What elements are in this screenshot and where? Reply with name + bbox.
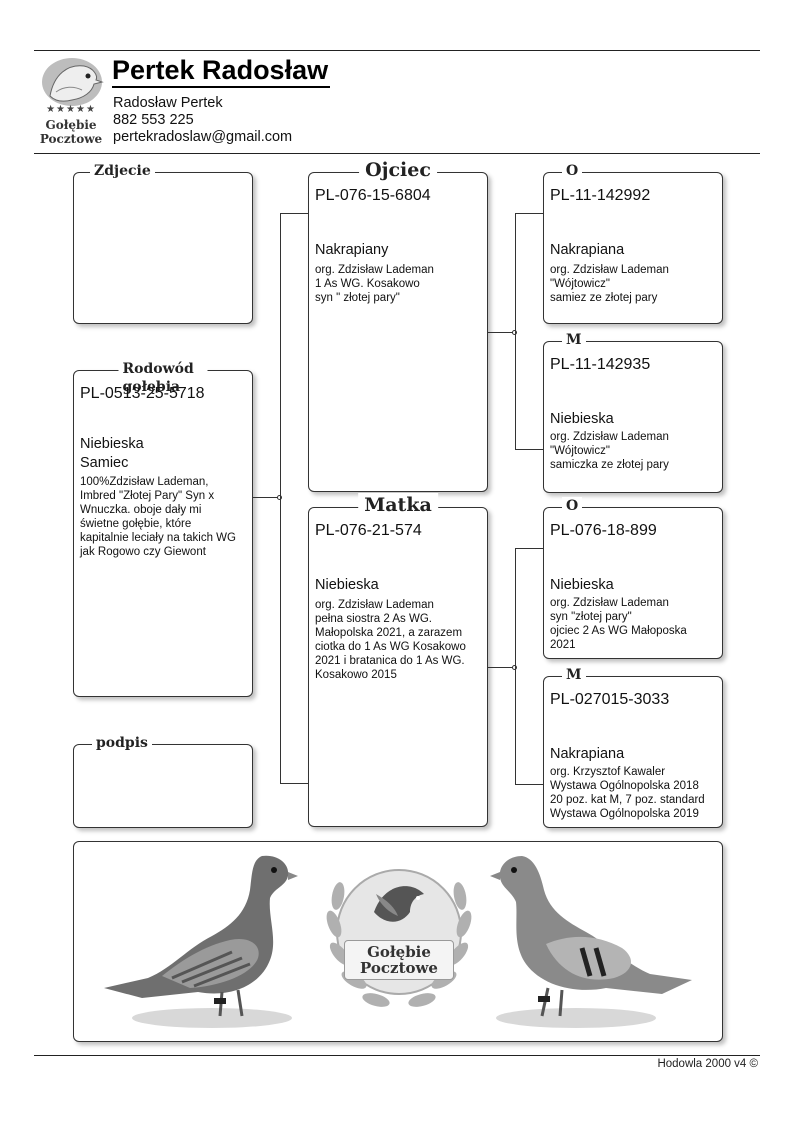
father-mother-notes: org. Zdzisław Lademan "Wójtowicz" samicz… xyxy=(550,430,722,472)
connector-mother-trunk xyxy=(515,548,516,784)
pedigree-notes: 100%Zdzisław Lademan, Imbred "Złotej Par… xyxy=(80,475,252,559)
father-mother-color: Niebieska xyxy=(550,411,614,427)
header-bottom-rule xyxy=(34,153,760,154)
mother-father-box: O PL-076-18-899 Niebieska org. Zdzisław … xyxy=(543,507,723,659)
connector-to-mother xyxy=(280,783,308,784)
mother-box: Matka PL-076-21-574 Niebieska org. Zdzis… xyxy=(308,507,488,827)
connector-to-mm xyxy=(515,784,543,785)
banner-text: Gołębie Pocztowe xyxy=(344,940,454,980)
mother-father-color: Niebieska xyxy=(550,577,614,593)
connector-subject-trunk xyxy=(280,213,281,783)
mother-father-title: O xyxy=(562,497,582,515)
connector-mother-out xyxy=(488,667,515,668)
signature-box[interactable]: podpis xyxy=(73,744,253,828)
pedigree-ring: PL-0513-25-5718 xyxy=(80,385,205,403)
father-ring: PL-076-15-6804 xyxy=(315,187,431,205)
pedigree-sex: Samiec xyxy=(80,455,128,471)
connector-father-trunk xyxy=(515,213,516,449)
mother-father-notes: org. Zdzisław Lademan syn "złotej pary" … xyxy=(550,596,722,652)
banner-box: Gołębie Pocztowe xyxy=(73,841,723,1042)
signature-box-title: podpis xyxy=(92,734,152,752)
father-mother-title: M xyxy=(562,331,586,349)
logo-line1: Gołębie xyxy=(36,118,106,132)
logo-text: Gołębie Pocztowe xyxy=(36,118,106,146)
owner-email: pertekradoslaw@gmail.com xyxy=(113,129,292,145)
mother-ring: PL-076-21-574 xyxy=(315,522,422,540)
mother-father-ring: PL-076-18-899 xyxy=(550,522,657,540)
connector-to-ff xyxy=(515,213,543,214)
rating-stars: ★★★★★ xyxy=(36,104,106,115)
logo-line2: Pocztowe xyxy=(36,132,106,146)
connector-to-father xyxy=(280,213,308,214)
father-box-title: Ojciec xyxy=(359,158,437,182)
mother-mother-title: M xyxy=(562,666,586,684)
owner-name: Radosław Pertek xyxy=(113,95,223,111)
father-mother-ring: PL-11-142935 xyxy=(550,356,650,374)
connector-subject-out xyxy=(253,497,280,498)
mother-mother-notes: org. Krzysztof Kawaler Wystawa Ogólnopol… xyxy=(550,765,722,821)
header-top-rule xyxy=(34,50,760,51)
banner-line1: Gołębie xyxy=(345,944,453,960)
mother-mother-ring: PL-027015-3033 xyxy=(550,691,669,709)
pedigree-box: Rodowód gołębia PL-0513-25-5718 Niebiesk… xyxy=(73,370,253,697)
mother-box-title: Matka xyxy=(358,493,438,517)
banner-line2: Pocztowe xyxy=(345,960,453,976)
connector-father-out xyxy=(488,332,515,333)
mother-color: Niebieska xyxy=(315,577,379,593)
pigeon-right-icon xyxy=(486,848,696,1038)
footer-rule xyxy=(34,1055,760,1056)
father-father-title: O xyxy=(562,162,582,180)
father-father-box: O PL-11-142992 Nakrapiana org. Zdzisław … xyxy=(543,172,723,324)
pigeon-left-icon xyxy=(102,848,302,1038)
connector-to-mf xyxy=(515,548,543,549)
owner-phone: 882 553 225 xyxy=(113,112,194,128)
father-father-ring: PL-11-142992 xyxy=(550,187,650,205)
mother-notes: org. Zdzisław Lademan pełna siostra 2 As… xyxy=(315,598,487,682)
father-mother-box: M PL-11-142935 Niebieska org. Zdzisław L… xyxy=(543,341,723,493)
father-notes: org. Zdzisław Lademan 1 As WG. Kosakowo … xyxy=(315,263,487,305)
mother-mother-box: M PL-027015-3033 Nakrapiana org. Krzyszt… xyxy=(543,676,723,828)
photo-box-title: Zdjecie xyxy=(90,162,155,180)
father-box: Ojciec PL-076-15-6804 Nakrapiany org. Zd… xyxy=(308,172,488,492)
footer-text: Hodowla 2000 v4 © xyxy=(657,1058,758,1070)
photo-box[interactable]: Zdjecie xyxy=(73,172,253,324)
mother-mother-color: Nakrapiana xyxy=(550,746,624,762)
father-father-color: Nakrapiana xyxy=(550,242,624,258)
owner-title: Pertek Radosław xyxy=(112,54,330,88)
father-color: Nakrapiany xyxy=(315,242,388,258)
connector-to-fm xyxy=(515,449,543,450)
father-father-notes: org. Zdzisław Lademan "Wójtowicz" samiez… xyxy=(550,263,722,305)
pedigree-color: Niebieska xyxy=(80,436,144,452)
